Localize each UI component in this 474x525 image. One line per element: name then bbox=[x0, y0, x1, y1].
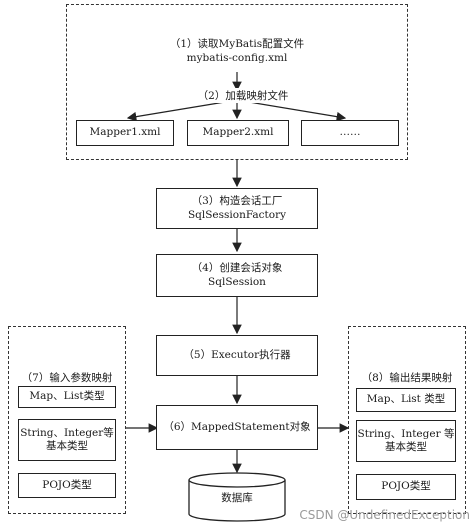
input-map-list-box: Map、List类型 bbox=[18, 386, 116, 408]
input-pojo-box: POJO类型 bbox=[18, 473, 116, 498]
mapped-statement-box: （6）MappedStatement对象 bbox=[156, 405, 318, 450]
step2-label: （2）加载映射文件 bbox=[180, 88, 306, 103]
input-string-integer-box: String、Integer等 基本类型 bbox=[18, 419, 116, 461]
step1-label-line1: （1）读取MyBatis配置文件 bbox=[169, 38, 305, 50]
output-pojo-box: POJO类型 bbox=[356, 474, 456, 500]
step3-line2: SqlSessionFactory bbox=[187, 208, 287, 221]
arrow-to-mapper3 bbox=[236, 99, 347, 122]
input-string-integer-line2: 基本类型 bbox=[46, 440, 88, 452]
csdn-watermark: CSDN @UndefinedException bbox=[299, 508, 470, 522]
output-map-list-box: Map、List 类型 bbox=[356, 388, 456, 412]
database-label: 数据库 bbox=[221, 492, 253, 504]
step3-line1: （3）构造会话工厂 bbox=[191, 195, 283, 208]
executor-box: （5）Executor执行器 bbox=[156, 335, 318, 376]
mapper-more-box: …… bbox=[301, 120, 399, 146]
session-box: （4）创建会话对象 SqlSession bbox=[156, 254, 318, 297]
output-string-integer-box: String、Integer 等 基本类型 bbox=[356, 420, 456, 462]
mapper2-box: Mapper2.xml bbox=[187, 120, 289, 146]
output-mapping-title: （8）输出结果映射 bbox=[361, 372, 453, 384]
input-mapping-group bbox=[8, 326, 126, 514]
step4-line1: （4）创建会话对象 bbox=[191, 262, 283, 275]
step1-label-line2: mybatis-config.xml bbox=[186, 52, 288, 64]
output-string-integer-line2: 基本类型 bbox=[385, 441, 427, 453]
output-mapping-group bbox=[348, 326, 466, 514]
database-cylinder bbox=[188, 472, 286, 522]
mapper1-box: Mapper1.xml bbox=[76, 120, 174, 146]
input-string-integer-line1: String、Integer等 bbox=[20, 426, 114, 439]
session-factory-box: （3）构造会话工厂 SqlSessionFactory bbox=[156, 188, 318, 229]
input-mapping-title: （7）输入参数映射 bbox=[21, 372, 113, 384]
step4-line2: SqlSession bbox=[208, 275, 266, 288]
output-string-integer-line1: String、Integer 等 bbox=[357, 427, 455, 440]
arrow-to-mapper1 bbox=[126, 99, 238, 122]
config-loading-group bbox=[66, 4, 408, 160]
